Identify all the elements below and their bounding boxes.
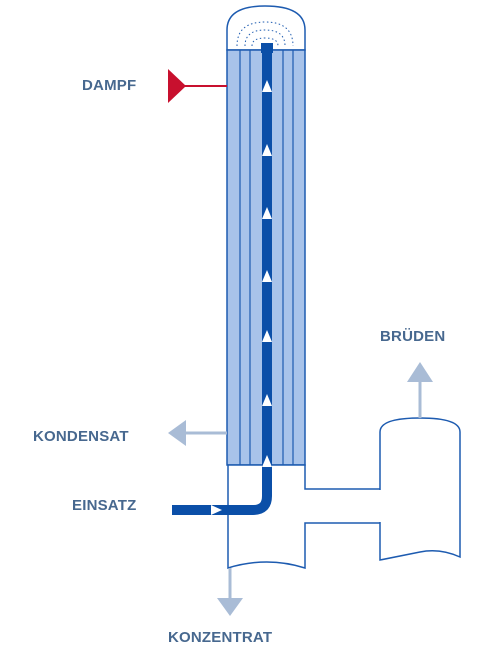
concentrate-arrow [217, 598, 243, 616]
steam-inlet-arrow [168, 69, 186, 103]
tube-bundle-lines [239, 50, 294, 465]
flow-arrow-3 [262, 207, 272, 219]
label-kondensat: KONDENSAT [33, 428, 129, 445]
vapor-separator-vessel [379, 417, 461, 561]
vapor-outlet-arrow [407, 362, 433, 382]
label-brueden: BRÜDEN [380, 328, 446, 345]
label-einsatz: EINSATZ [72, 497, 137, 514]
spray-dots [236, 21, 294, 47]
flow-arrow-7 [262, 455, 272, 467]
flow-arrow-1 [262, 80, 272, 92]
flow-arrow-4 [262, 270, 272, 282]
condensate-arrow [168, 420, 186, 446]
column-top-dome [226, 5, 306, 51]
flow-arrows [262, 80, 272, 467]
label-dampf: DAMPF [82, 77, 137, 94]
flow-arrow-5 [262, 330, 272, 342]
feed-pipe [172, 44, 272, 515]
flow-arrow-2 [262, 144, 272, 156]
feed-pipe-top-cap [261, 43, 273, 53]
pipe-joint [378, 490, 383, 522]
feed-entry-arrow [211, 505, 222, 515]
flow-arrow-6 [262, 394, 272, 406]
label-konzentrat: KONZENTRAT [168, 629, 273, 646]
